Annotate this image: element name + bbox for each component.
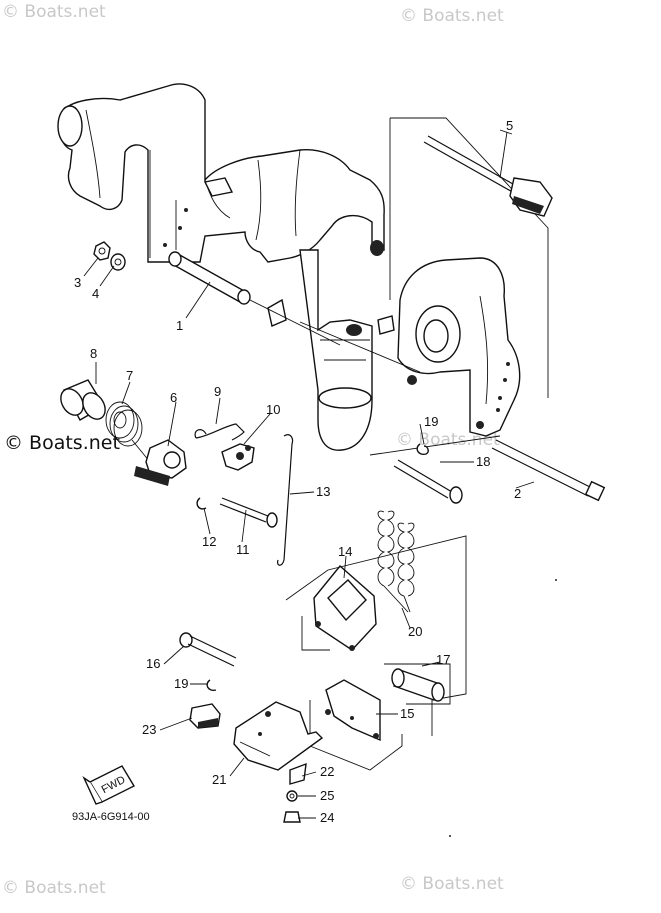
callout-19-upper: 19 xyxy=(424,414,438,429)
part-7-spring xyxy=(105,401,151,463)
part-14-box xyxy=(285,535,467,736)
callout-23: 23 xyxy=(142,722,156,737)
part-12-clip xyxy=(196,497,207,510)
part-9-hook xyxy=(194,429,207,439)
part-24-bolt xyxy=(283,811,301,823)
callout-5: 5 xyxy=(506,118,513,133)
callout-1: 1 xyxy=(176,318,183,333)
callout-21: 21 xyxy=(212,772,226,787)
callout-10: 10 xyxy=(266,402,280,417)
part-19-clip-lower xyxy=(206,679,217,692)
part-9-spring xyxy=(195,423,245,441)
part-17-tube xyxy=(391,668,445,702)
callout-24: 24 xyxy=(320,810,334,825)
diagram-code: 93JA-6G914-00 xyxy=(72,811,150,823)
callout-15: 15 xyxy=(400,706,414,721)
callout-7: 7 xyxy=(126,368,133,383)
callout-11: 11 xyxy=(236,542,250,557)
part-5-box xyxy=(389,117,549,398)
part-14-box-left xyxy=(301,616,330,651)
dot-mark xyxy=(555,579,557,581)
part-18-pin xyxy=(393,459,463,504)
callout-14: 14 xyxy=(338,544,352,559)
part-11-pin xyxy=(219,497,278,528)
callout-13: 13 xyxy=(316,484,330,499)
callout-numbers: 1 2 3 4 5 6 7 8 9 10 11 12 13 14 15 16 1… xyxy=(74,118,521,825)
part-16-bolt xyxy=(179,632,237,667)
watermark-bottom-left: © Boats.net xyxy=(2,878,106,898)
callout-18: 18 xyxy=(476,454,490,469)
part-13-rod xyxy=(277,434,294,566)
part-17-box xyxy=(384,663,451,705)
part-21-bracket xyxy=(233,701,324,771)
part-14-bracket xyxy=(313,564,377,651)
watermark-top-right: © Boats.net xyxy=(400,6,504,26)
part-5-rod xyxy=(423,135,553,217)
callout-8: 8 xyxy=(90,346,97,361)
part-2-bolt xyxy=(491,439,606,502)
part-1-tube xyxy=(168,251,251,305)
watermark-bottom-right: © Boats.net xyxy=(400,874,504,894)
callout-16: 16 xyxy=(146,656,160,671)
part-10-lever xyxy=(221,443,255,471)
part-23-block xyxy=(189,703,221,729)
callout-17: 17 xyxy=(436,652,450,667)
watermark-middle-left: © Boats.net xyxy=(4,432,120,454)
swivel-bracket xyxy=(267,249,395,451)
leader-lines xyxy=(83,129,535,819)
callout-19-lower: 19 xyxy=(174,676,188,691)
callout-3: 3 xyxy=(74,275,81,290)
part-18-box-line xyxy=(369,435,501,456)
part-19-clip-upper xyxy=(416,443,429,456)
leader-1c xyxy=(299,321,421,373)
part-4-washer xyxy=(110,253,126,271)
leader-1b xyxy=(249,299,341,346)
dot-mark xyxy=(449,835,451,837)
callout-20: 20 xyxy=(408,624,422,639)
part-22-clip xyxy=(289,762,307,785)
part-20-springs xyxy=(377,510,415,613)
callout-12: 12 xyxy=(202,534,216,549)
callout-2: 2 xyxy=(514,486,521,501)
fwd-arrow-icon xyxy=(82,765,135,805)
callout-25: 25 xyxy=(320,788,334,803)
part-15-bracket xyxy=(325,679,381,742)
part-6-bracket xyxy=(134,439,187,486)
callout-9: 9 xyxy=(214,384,221,399)
part-15-box xyxy=(309,700,403,771)
part-8-collar xyxy=(60,379,106,421)
part-25-washer xyxy=(286,790,298,802)
clamp-bracket-body xyxy=(57,83,385,263)
part-3-nut xyxy=(93,241,111,261)
watermark-top-left: © Boats.net xyxy=(2,2,106,22)
callout-6: 6 xyxy=(170,390,177,405)
callout-22: 22 xyxy=(320,764,334,779)
callout-4: 4 xyxy=(92,286,99,301)
right-clamp-bracket xyxy=(397,257,521,437)
